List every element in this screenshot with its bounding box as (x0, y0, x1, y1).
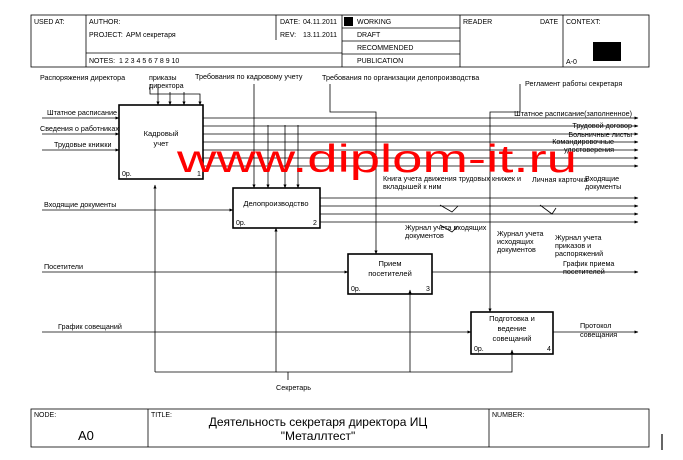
input-work-books: Трудовые книжки (54, 140, 112, 149)
output-sick-leaves: Больничные листы (568, 130, 632, 139)
rev-value: 13.11.2011 (303, 32, 337, 39)
input-incoming-docs: Входящие документы (44, 200, 116, 209)
date-label: DATE: (280, 19, 300, 26)
control-office-requirements: Требования по организации делопроизводст… (322, 73, 479, 82)
box-2-line-1: Делопроизводство (243, 199, 308, 208)
box-1-cost: 0р. (122, 171, 132, 178)
project-value: АРМ секретаря (126, 32, 176, 39)
control-director-orders: Распоряжения директора (40, 73, 125, 82)
box-4-number: 4 (547, 346, 551, 353)
rev-label: REV: (280, 32, 296, 39)
box-3-cost: 0р. (351, 286, 361, 293)
process-box-2 (232, 187, 321, 229)
header-frame (30, 14, 650, 68)
process-box-1 (118, 104, 204, 180)
project-label: PROJECT: (89, 32, 123, 39)
watermark: www.diplom-it.ru (176, 138, 577, 181)
footer-frame (30, 408, 650, 448)
box-1-line-2: учет (153, 139, 169, 148)
box-3-number: 3 (426, 286, 430, 293)
process-box-4 (470, 311, 554, 355)
date2-label: DATE (540, 19, 558, 26)
number-label: NUMBER: (492, 412, 524, 419)
box-4-line-2: ведение (498, 324, 527, 333)
box-2-cost: 0р. (236, 220, 246, 227)
context-node: A-0 (566, 59, 577, 66)
input-staff-schedule: Штатное расписание (47, 108, 117, 117)
box-4-cost: 0р. (474, 346, 484, 353)
used-at-label: USED AT: (34, 19, 65, 26)
control-hr-requirements: Требования по кадровому учету (195, 72, 303, 81)
title-label: TITLE: (151, 412, 172, 419)
context-thumbnail (593, 42, 621, 61)
output-labor-contract: Трудовой договор (572, 121, 632, 130)
notes-value: 1 2 3 4 5 6 7 8 9 10 (119, 58, 179, 65)
date-value: 04.11.2011 (303, 19, 337, 26)
status-recommended: RECOMMENDED (357, 45, 413, 52)
node-value: A0 (78, 428, 94, 443)
notes-label: NOTES: (89, 58, 115, 65)
box-1-line-1: Кадровый (144, 129, 179, 138)
input-meeting-schedule: График совещаний (58, 322, 122, 331)
title-line-2: "Металлтест" (281, 429, 356, 443)
status-publication: PUBLICATION (357, 58, 403, 65)
node-label: NODE: (34, 412, 56, 419)
mechanism-secretary: Секретарь (276, 383, 311, 392)
process-box-3 (347, 253, 433, 295)
box-3-line-1: Прием (378, 259, 401, 268)
box-1-number: 1 (197, 171, 201, 178)
box-4-line-3: совещаний (493, 334, 532, 343)
output-staff-schedule-filled: Штатное расписание(заполненное) (514, 109, 632, 118)
title-line-1: Деятельность секретаря директора ИЦ (209, 415, 428, 429)
control-secretary-regulation: Регламент работы секретаря (525, 79, 622, 88)
output-personal-card: Личная карточка (532, 175, 588, 184)
input-visitors: Посетители (44, 262, 83, 271)
connections (42, 84, 639, 380)
context-label: CONTEXT: (566, 19, 601, 26)
status-draft: DRAFT (357, 32, 381, 39)
reader-label: READER (463, 19, 492, 26)
status-working-checkbox (344, 17, 353, 26)
status-working: WORKING (357, 19, 391, 26)
author-label: AUTHOR: (89, 19, 121, 26)
box-2-number: 2 (313, 220, 317, 227)
input-employee-info: Сведения о работниках (40, 124, 119, 133)
box-3-line-2: посетителей (368, 269, 412, 278)
box-4-line-1: Подготовка и (489, 314, 535, 323)
